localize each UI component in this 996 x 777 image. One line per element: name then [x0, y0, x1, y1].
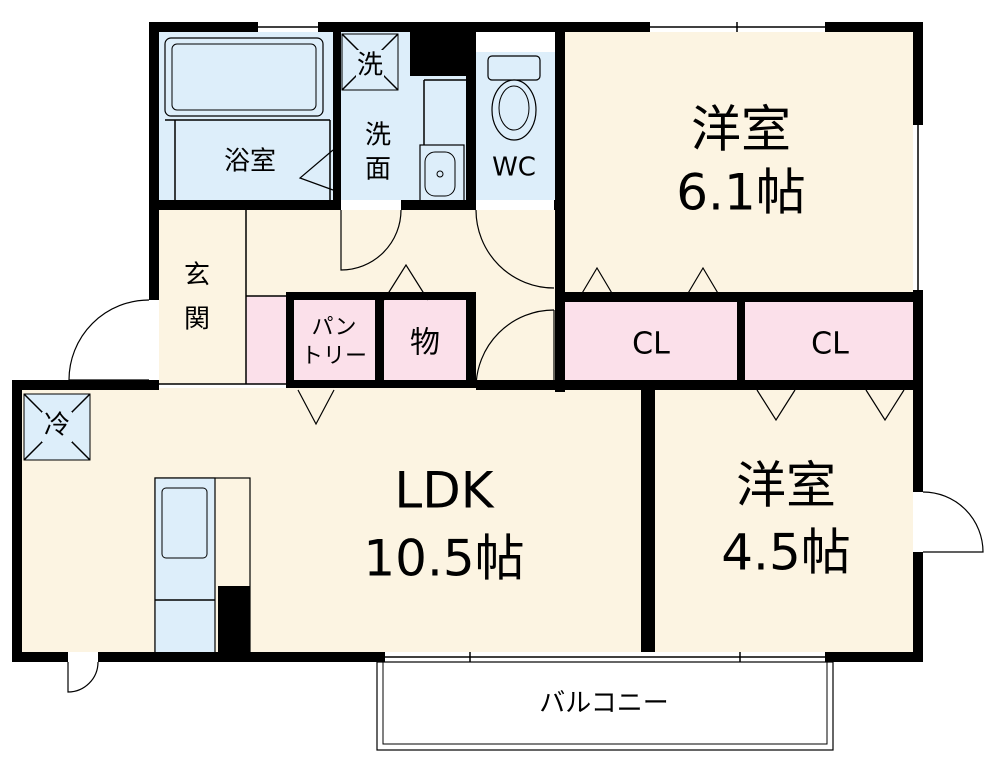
bathtub [164, 37, 324, 117]
room-pantry-line2: トリー [301, 344, 367, 369]
closet-left-name: CL [632, 327, 670, 362]
room-ldk-fill [20, 388, 648, 654]
room-western-top-size: 6.1帖 [676, 164, 806, 222]
toilet-tank [487, 55, 541, 81]
washbasin [419, 144, 465, 204]
shoe-storage-fill [246, 296, 288, 384]
room-entrance-line2: 関 [184, 305, 210, 335]
pantry-fill [293, 300, 375, 382]
closet-right-fill [744, 301, 917, 381]
kitchen-column [218, 586, 250, 654]
toilet-bowl [491, 79, 537, 141]
room-pantry-line1: パン [311, 315, 356, 340]
room-ldk-name: LDK [394, 462, 494, 520]
balcony-label: バルコニー [539, 689, 668, 719]
room-washroom-line2: 面 [365, 155, 391, 185]
closet-left-fill [565, 301, 737, 381]
kitchen-sink [154, 477, 216, 655]
room-entrance-line1: 玄 [184, 261, 210, 291]
room-western-bottom-name: 洋室 [736, 457, 836, 515]
room-western-top-name: 洋室 [691, 101, 791, 159]
storage-fill [384, 300, 466, 382]
room-storage-name: 物 [410, 326, 440, 361]
room-bath-name: 浴室 [224, 147, 276, 177]
bathtub-inner [171, 43, 317, 111]
room-ldk-size: 10.5帖 [363, 530, 524, 588]
room-western-bottom-size: 4.5帖 [721, 524, 851, 582]
room-wc-name: WC [492, 153, 536, 183]
laundry-label: 洗 [357, 51, 383, 81]
room-washroom-line1: 洗 [365, 121, 391, 151]
room-western-top-fill [565, 30, 917, 294]
room-western-bottom-fill [648, 388, 917, 654]
closet-right-name: CL [811, 327, 849, 362]
fridge-label: 冷 [44, 411, 70, 441]
